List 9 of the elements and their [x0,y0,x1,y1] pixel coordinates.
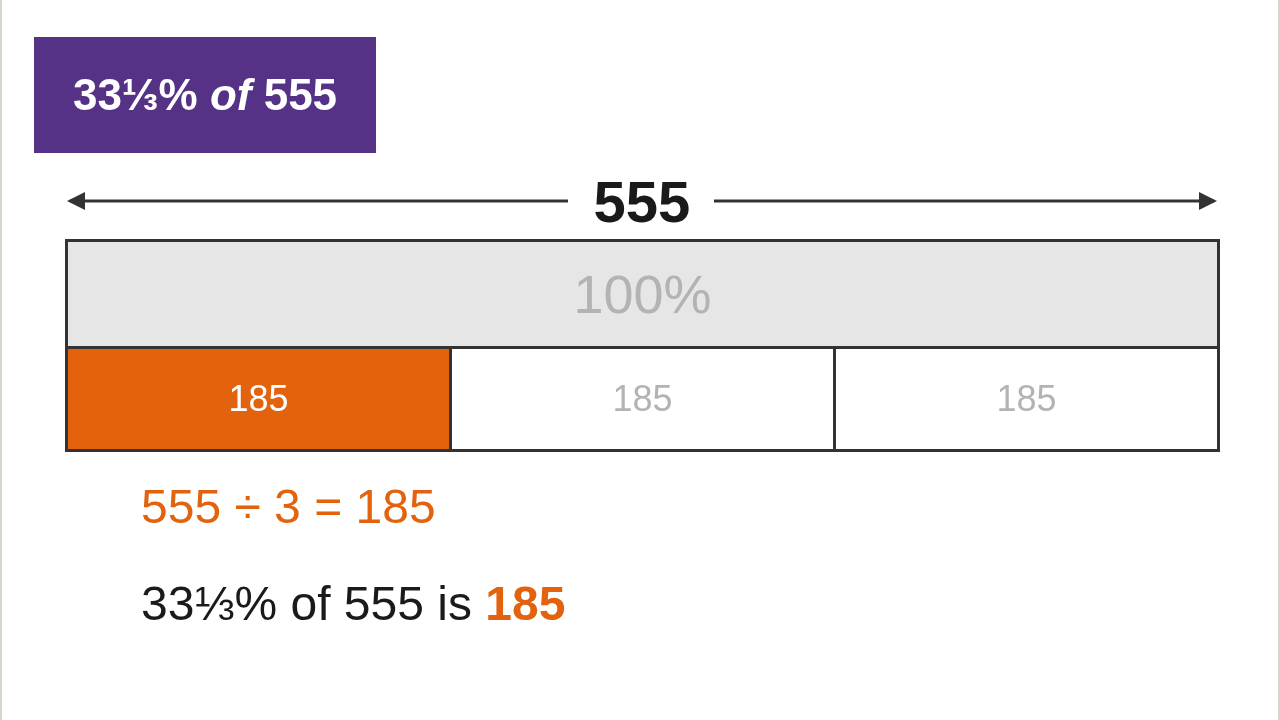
bar-section [65,346,452,452]
whole-bar [65,239,1220,349]
bar-section [833,346,1220,452]
answer-sentence: 33⅓% of 555 is 185 [141,578,566,631]
section-value: 185 [228,378,289,420]
title-banner: 33⅓% of 555 [34,37,376,153]
section-value: 185 [996,378,1057,420]
section-value: 185 [612,378,673,420]
equation-text: 555 ÷ 3 = 185 [141,481,436,534]
